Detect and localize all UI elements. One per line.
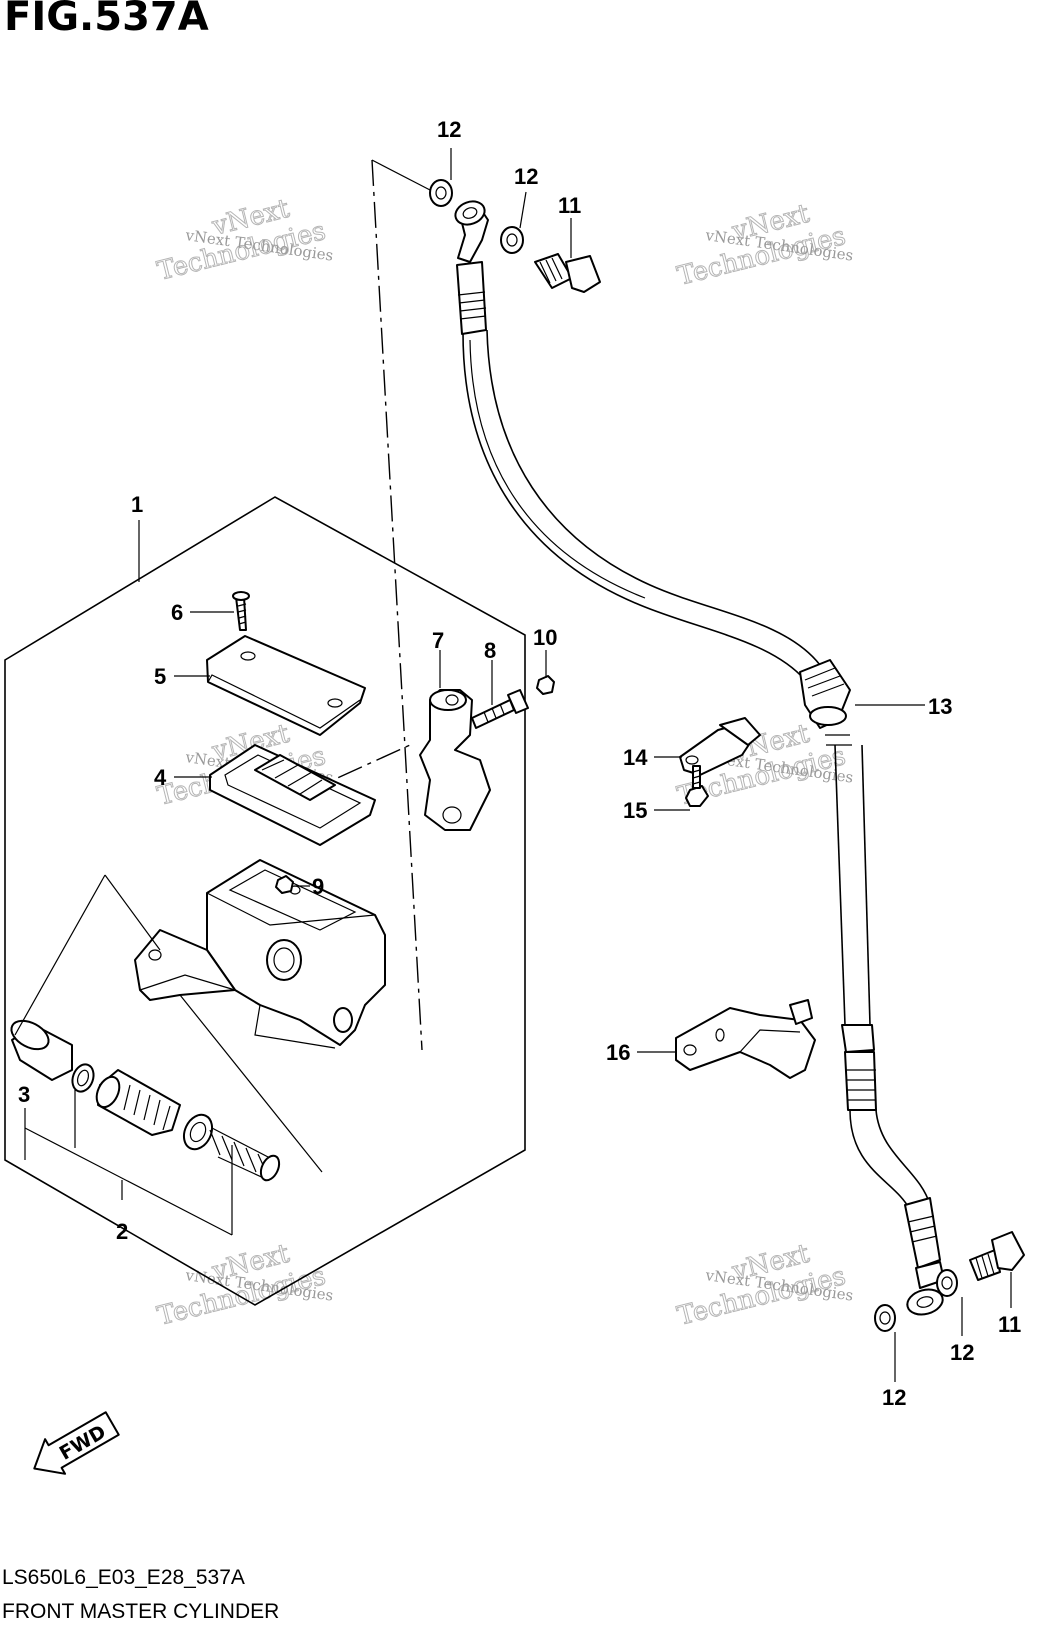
footer-diagram-name: FRONT MASTER CYLINDER [2, 1600, 280, 1623]
assembly-outline [4, 496, 526, 1306]
diaphragm-part-4 [209, 744, 376, 846]
master-cylinder-body [134, 859, 386, 1049]
nut-part-9 [275, 875, 294, 894]
dashed-centerline-top [371, 159, 423, 1051]
reservoir-cap-part-5 [206, 635, 366, 736]
nut-part-10 [536, 675, 555, 695]
callout-6: 6 [171, 600, 183, 625]
screw-part-6 [232, 591, 250, 631]
callout-7: 7 [432, 628, 444, 653]
callout-12-top-a: 12 [437, 117, 461, 142]
leader-piston-lower [14, 874, 106, 1036]
leader-line-12-top [371, 159, 431, 191]
callout-12-bottom-a: 12 [950, 1340, 974, 1365]
washer-part-12-top-b [500, 226, 524, 254]
watermark-top-left: Technologies vNext vNext Technologies [154, 193, 335, 287]
footer-diagram-code: LS650L6_E03_E28_537A [2, 1566, 245, 1589]
lever-bracket-part-7 [419, 689, 491, 831]
watermark-top-right: Technologies vNext vNext Technologies [674, 198, 855, 292]
callout-4: 4 [154, 765, 167, 790]
bolt-part-8 [471, 689, 529, 729]
washer-part-12-bottom-b [874, 1304, 896, 1332]
callout-9: 9 [312, 874, 324, 899]
spring [209, 1127, 281, 1182]
washer-part-12-bottom-a [936, 1269, 958, 1297]
callout-15: 15 [623, 798, 647, 823]
callout-13: 13 [928, 694, 952, 719]
callout-14: 14 [623, 745, 648, 770]
callout-11-bottom: 11 [998, 1312, 1021, 1337]
piston [95, 1069, 181, 1136]
bracket-part-16 [675, 999, 816, 1079]
banjo-bolt-part-11-top [534, 253, 601, 293]
banjo-bolt-part-11-bottom [969, 1231, 1025, 1281]
leader-piston-upper [104, 874, 161, 951]
watermark-bottom-right: Technologies vNext vNext Technologies [674, 1238, 855, 1332]
callout-12-bottom-b: 12 [882, 1385, 906, 1410]
callout-1: 1 [131, 492, 143, 517]
callout-16: 16 [606, 1040, 630, 1065]
callout-12-top-b: 12 [514, 164, 538, 189]
callout-5: 5 [154, 664, 166, 689]
bolt-part-15 [685, 765, 709, 807]
figure-title: FIG.537A [4, 0, 209, 40]
washer-part-12-top-a [429, 179, 453, 207]
callout-11-top: 11 [558, 193, 581, 218]
leader-12-top-b [519, 191, 527, 229]
callout-8: 8 [484, 638, 496, 663]
cup-seal [182, 1113, 214, 1151]
leader-2 [24, 1090, 233, 1236]
circlip [71, 1063, 95, 1093]
callout-3: 3 [18, 1082, 30, 1107]
brake-hose-part-13 [454, 200, 945, 1316]
leader-body-to-spring [179, 994, 323, 1173]
hose-clamp-part-14 [679, 717, 761, 776]
watermark-bottom-left: Technologies vNext vNext Technologies [154, 1238, 335, 1332]
callout-10: 10 [533, 625, 557, 650]
boot-part-3 [10, 1019, 73, 1081]
callout-2: 2 [116, 1219, 128, 1244]
fwd-arrow: FWD [33, 1411, 120, 1475]
